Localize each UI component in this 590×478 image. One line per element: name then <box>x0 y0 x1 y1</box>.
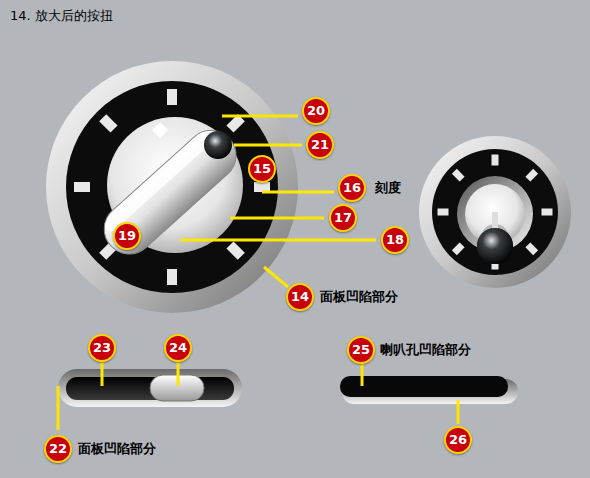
callout-number: 24 <box>164 334 192 362</box>
callout-number: 19 <box>113 222 141 250</box>
tick-mark <box>167 269 177 285</box>
callout-number: 26 <box>444 426 472 454</box>
tick-mark <box>492 155 499 166</box>
title: 14. 放大后的按扭 <box>10 7 113 25</box>
callout-number: 25 <box>347 336 375 364</box>
part-label: 刻度 <box>375 179 401 197</box>
callout-number: 23 <box>88 334 116 362</box>
part-label: 面板凹陷部分 <box>320 288 398 306</box>
callout-number: 20 <box>302 97 330 125</box>
callout-number: 18 <box>381 226 409 254</box>
tick-mark <box>452 169 465 182</box>
callout-number: 17 <box>329 204 357 232</box>
callout-number: 15 <box>248 155 276 183</box>
callout-number: 16 <box>338 174 366 202</box>
callout-number: 14 <box>286 283 314 311</box>
tick-mark <box>438 209 449 216</box>
tick-mark <box>525 242 538 255</box>
tick-mark <box>525 169 538 182</box>
tick-mark <box>99 114 117 132</box>
callout-number: 21 <box>306 131 334 159</box>
part-label: 面板凹陷部分 <box>78 440 156 458</box>
tick-mark <box>167 89 177 105</box>
tick-mark <box>542 209 553 216</box>
tick-mark <box>452 242 465 255</box>
part-label: 喇叭孔凹陷部分 <box>380 341 471 359</box>
callout-number: 22 <box>44 435 72 463</box>
tick-mark <box>226 241 244 259</box>
tick-mark <box>74 182 90 192</box>
